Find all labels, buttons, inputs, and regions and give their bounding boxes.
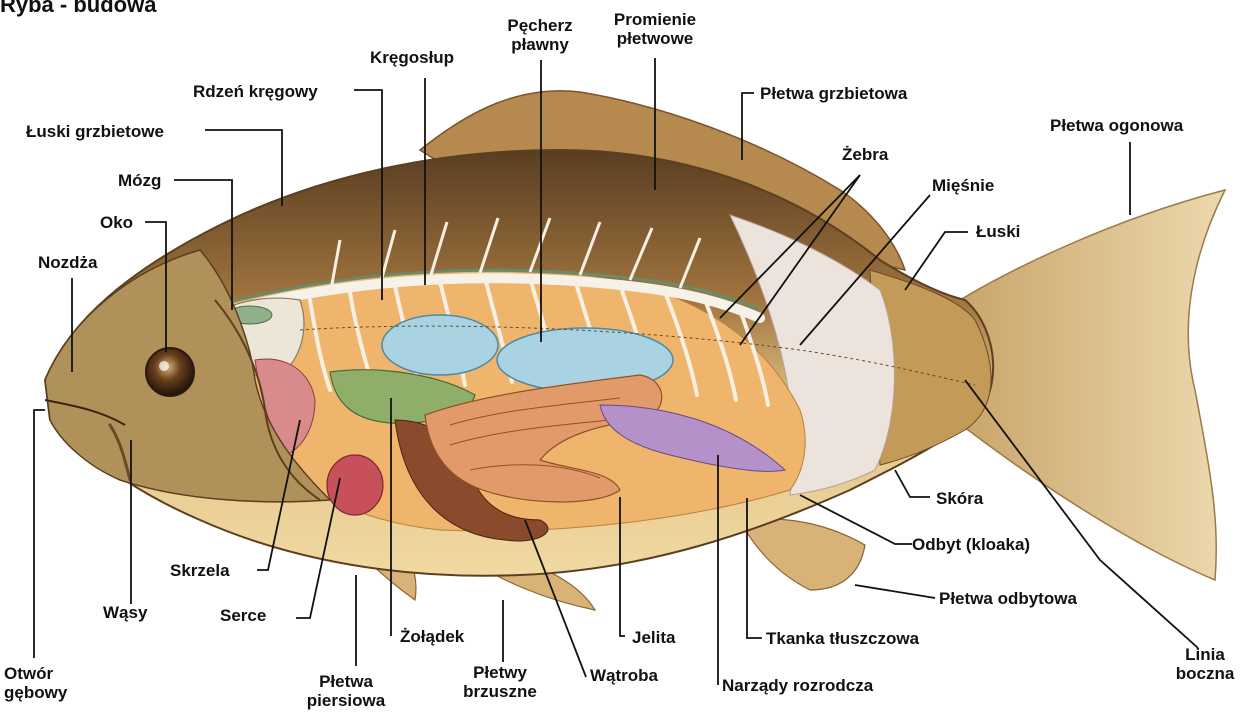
label-pletwy-line2: brzuszne — [452, 682, 548, 701]
label-otwor-line1: Otwór — [4, 664, 67, 683]
swim-bladder-front — [382, 315, 498, 375]
label-pletwa-piersiowa: Płetwa piersiowa — [296, 672, 396, 710]
label-wasy: Wąsy — [103, 603, 147, 622]
label-oko: Oko — [100, 213, 133, 232]
label-mozg: Mózg — [118, 171, 161, 190]
label-zoladek: Żołądek — [400, 627, 464, 646]
label-serce: Serce — [220, 606, 266, 625]
label-luski: Łuski — [976, 222, 1020, 241]
label-pletwa-odbytowa: Płetwa odbytowa — [939, 589, 1077, 608]
eye-highlight — [159, 361, 169, 371]
label-rdzen-kregowy: Rdzeń kręgowy — [193, 82, 318, 101]
label-otwor-gebowy: Otwór gębowy — [4, 664, 67, 702]
label-linia-line1: Linia — [1160, 645, 1250, 664]
label-pecherz-plawny: Pęcherz pławny — [490, 16, 590, 54]
label-pletwa-ogonowa: Płetwa ogonowa — [1050, 116, 1183, 135]
label-kregoslup: Kręgosłup — [370, 48, 454, 67]
label-pletwa-piersiowa-line1: Płetwa — [296, 672, 396, 691]
eye — [146, 348, 194, 396]
label-narzady-rozrodcza: Narządy rozrodcza — [722, 676, 873, 695]
label-skrzela: Skrzela — [170, 561, 230, 580]
label-pletwy-brzuszne: Płetwy brzuszne — [452, 663, 548, 701]
label-odbyt: Odbyt (kloaka) — [912, 535, 1030, 554]
tail-fin — [955, 190, 1225, 580]
label-zebra: Żebra — [842, 145, 888, 164]
label-pletwa-piersiowa-line2: piersiowa — [296, 691, 396, 710]
label-pecherz-line2: pławny — [490, 35, 590, 54]
label-miesnie: Mięśnie — [932, 176, 994, 195]
label-skora: Skóra — [936, 489, 983, 508]
label-tkanka-tluszczowa: Tkanka tłuszczowa — [766, 629, 919, 648]
label-promienie-pletwowe: Promienie płetwowe — [600, 10, 710, 48]
label-linia-boczna: Linia boczna — [1160, 645, 1250, 683]
page-title: Ryba - budowa — [0, 0, 156, 18]
label-nozdza: Nozdża — [38, 253, 98, 272]
label-jelita: Jelita — [632, 628, 675, 647]
label-otwor-line2: gębowy — [4, 683, 67, 702]
label-promienie-line1: Promienie — [600, 10, 710, 29]
label-pecherz-line1: Pęcherz — [490, 16, 590, 35]
anal-fin — [740, 519, 865, 590]
label-watroba: Wątroba — [590, 666, 658, 685]
label-luski-grzbietowe: Łuski grzbietowe — [26, 122, 164, 141]
label-pletwa-grzbietowa: Płetwa grzbietowa — [760, 84, 907, 103]
heart-organ — [327, 455, 383, 515]
label-promienie-line2: płetwowe — [600, 29, 710, 48]
label-pletwy-line1: Płetwy — [452, 663, 548, 682]
label-linia-line2: boczna — [1160, 664, 1250, 683]
